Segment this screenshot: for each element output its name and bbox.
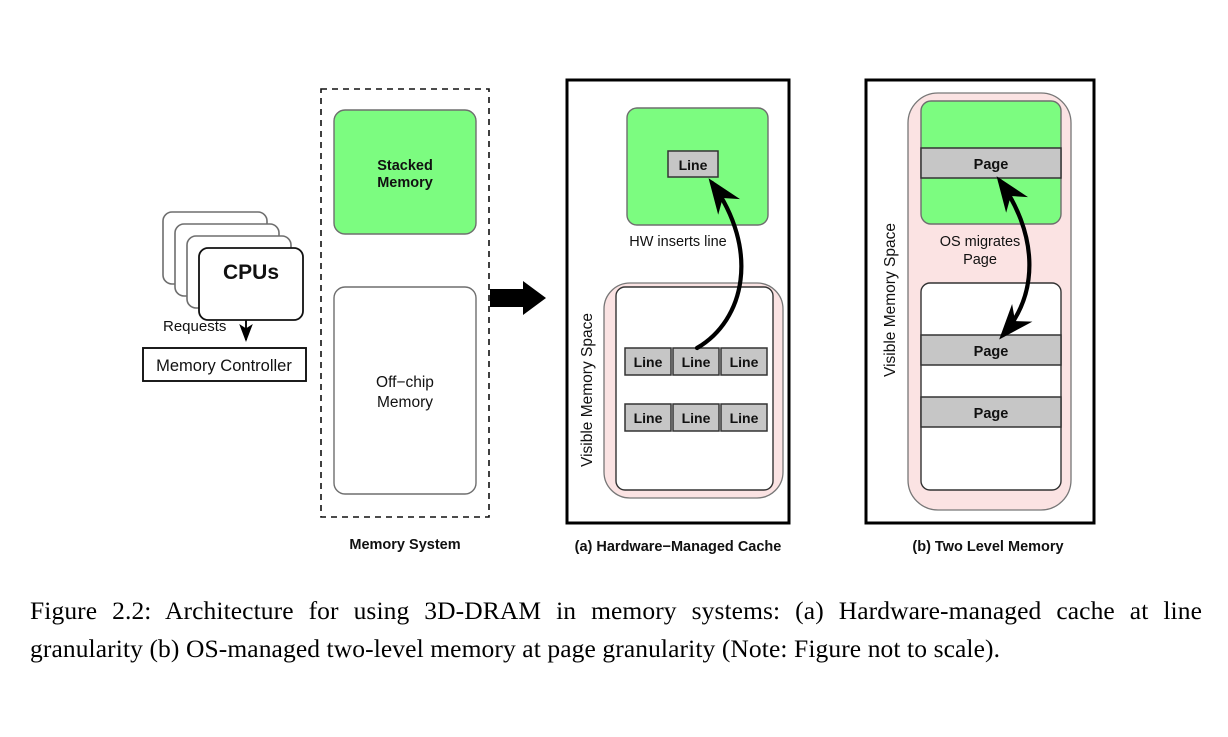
- panel-a-line-block: [672, 347, 720, 376]
- panel-b-page-label: Page: [974, 344, 1009, 360]
- panel-b-stacked-page-label: Page: [974, 157, 1009, 173]
- panel-a-line-block: [720, 347, 768, 376]
- panel-a-line-block: [720, 403, 768, 432]
- panel-a-line-label: Line: [730, 354, 759, 370]
- memory-system-caption: Memory System: [349, 537, 460, 553]
- panel-b-visible-space-label: Visible Memory Space: [882, 223, 899, 377]
- panel-b-caption: (b) Two Level Memory: [912, 539, 1063, 555]
- requests-arrow-group: Requests: [163, 318, 253, 342]
- panel-a-line-label: Line: [682, 354, 711, 370]
- panel-a: Line HW inserts line Visible Memory Spac…: [565, 78, 791, 555]
- panel-a-line-block: [624, 347, 672, 376]
- memory-controller-label: Memory Controller: [156, 357, 292, 375]
- panel-a-caption: (a) Hardware−Managed Cache: [575, 539, 782, 555]
- panel-a-line-block: [624, 403, 672, 432]
- offchip-memory-block: [333, 286, 477, 495]
- panel-a-line-label: Line: [682, 410, 711, 426]
- offchip-memory-label-line1: Off−chip: [376, 374, 434, 391]
- panel-b: Page OS migrates Page Page Page Visible …: [864, 78, 1096, 555]
- panel-a-line-label: Line: [634, 354, 663, 370]
- cpu-stack: CPUs: [162, 211, 304, 321]
- memory-controller-box: [142, 347, 307, 382]
- right-arrow-icon: [490, 281, 546, 315]
- panel-a-offchip-memory: [615, 286, 774, 491]
- requests-label: Requests: [163, 318, 226, 335]
- panel-a-line-label: Line: [730, 410, 759, 426]
- stacked-memory-label-line1: Stacked: [377, 158, 433, 174]
- stacked-memory-block: [333, 109, 477, 235]
- panel-b-offchip-memory: [920, 282, 1062, 491]
- panel-b-page-label: Page: [974, 406, 1009, 422]
- panel-a-insert-arrow: [694, 178, 744, 351]
- panel-b-transfer-label-line1: OS migrates: [940, 234, 1021, 250]
- panel-a-line-label: Line: [634, 410, 663, 426]
- stacked-memory-label-line2: Memory: [377, 175, 433, 191]
- panel-b-transfer-label-line2: Page: [963, 252, 997, 268]
- panel-b-stacked-page-block: [920, 147, 1062, 179]
- offchip-memory-label-line2: Memory: [377, 394, 433, 411]
- panel-a-transfer-label: HW inserts line: [629, 234, 727, 250]
- figure-caption: Figure 2.2: Architecture for using 3D-DR…: [30, 596, 1202, 663]
- panel-a-stacked-line-block: [667, 150, 719, 178]
- panel-a-line-block: [672, 403, 720, 432]
- transition-arrow: [490, 281, 546, 315]
- panel-b-migrate-arrow: [996, 176, 1033, 340]
- memory-controller: Memory Controller: [142, 347, 307, 382]
- cpus-label: CPUs: [223, 261, 279, 284]
- cpu-card-1: [198, 247, 304, 321]
- panel-a-stacked-line-label: Line: [679, 157, 708, 173]
- panel-a-line-row-2: Line Line Line: [624, 403, 768, 432]
- panel-b-page-block: [920, 396, 1062, 428]
- panel-a-line-row-1: Line Line Line: [624, 347, 768, 376]
- memory-system: Stacked Memory Off−chip Memory Memory Sy…: [320, 88, 490, 553]
- panel-a-visible-space-label: Visible Memory Space: [579, 313, 596, 467]
- panel-b-page-block: [920, 334, 1062, 366]
